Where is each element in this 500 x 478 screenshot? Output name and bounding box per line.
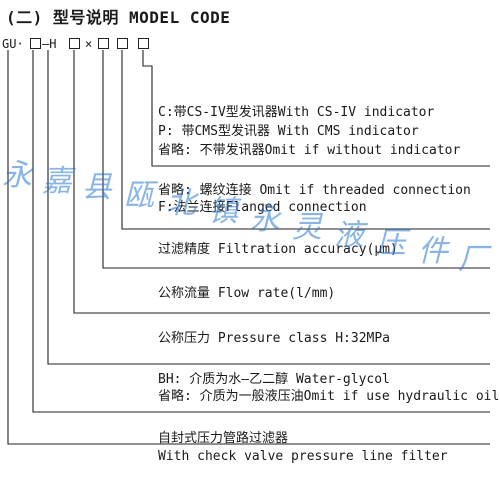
leader-flow xyxy=(73,50,490,314)
leader-product xyxy=(7,50,490,445)
flow-rate-label: 公称流量 Flow rate(l/mm) xyxy=(158,286,336,301)
indicator-option-p: P: 带CMS型发讯器 With CMS indicator xyxy=(158,124,419,139)
product-name-en: With check valve pressure line filter xyxy=(158,449,448,464)
code-box-filtration xyxy=(98,38,109,49)
section-title: (二) 型号说明 MODEL CODE xyxy=(6,8,231,27)
indicator-option-c: C:带CS-IV型发讯器With CS-IV indicator xyxy=(158,105,435,120)
leader-connection xyxy=(121,50,490,230)
code-box-flow xyxy=(69,38,80,49)
pressure-class-label: 公称压力 Pressure class H:32MPa xyxy=(158,331,391,346)
indicator-option-omit: 省略: 不带发讯器Omit if without indicator xyxy=(158,143,461,158)
product-name-cn: 自封式压力管路过滤器 xyxy=(158,431,289,446)
connection-option-omit: 省略: 螺纹连接 Omit if threaded connection xyxy=(158,183,471,198)
code-times: × xyxy=(85,37,93,51)
filtration-accuracy-label: 过滤精度 Filtration accuracy(μm) xyxy=(158,242,398,257)
code-box-pressure-medium xyxy=(30,38,41,49)
leader-indicator xyxy=(142,50,490,167)
leader-filtration xyxy=(102,50,490,269)
code-dash-h: —H xyxy=(42,37,57,51)
medium-option-omit: 省略: 介质为一般液压油Omit if use hydraulic oil xyxy=(158,389,500,404)
leader-pressure xyxy=(47,50,490,365)
code-box-indicator xyxy=(138,38,149,49)
connection-option-f: F:法兰连接Flanged connection xyxy=(158,200,367,215)
code-prefix: GU· xyxy=(2,37,24,51)
code-box-connection xyxy=(117,38,128,49)
leader-medium xyxy=(32,50,490,413)
medium-option-bh: BH: 介质为水—乙二醇 Water-glycol xyxy=(158,372,390,387)
